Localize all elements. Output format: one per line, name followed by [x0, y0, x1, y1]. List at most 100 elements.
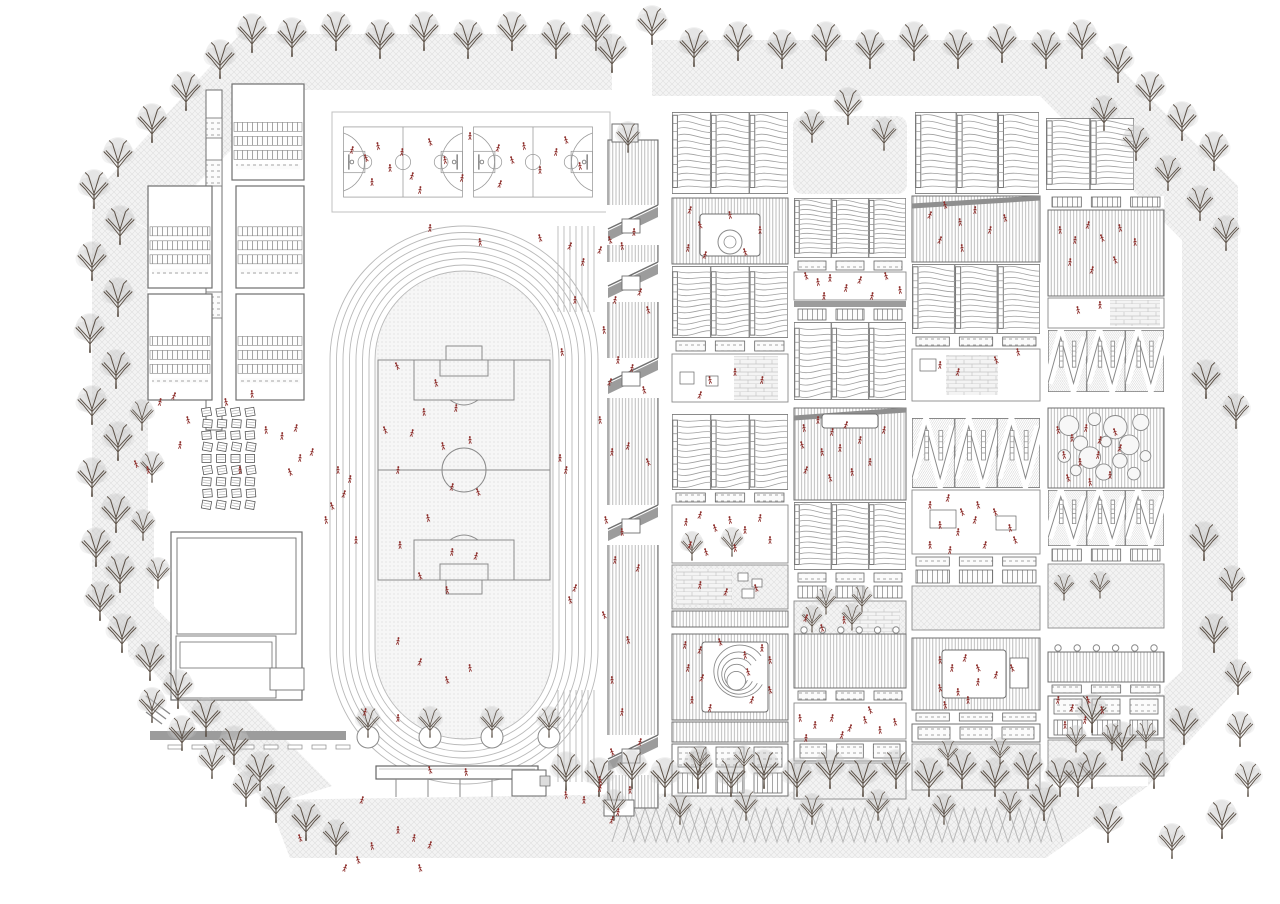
outdoor-desk-lines: [217, 409, 225, 415]
person-glyph: [537, 233, 543, 243]
facade-ticks: [236, 164, 300, 170]
clerestory-box: [1002, 556, 1037, 567]
walkway-column: [311, 744, 327, 750]
facade-ticks: [152, 378, 208, 384]
wave-roof: [831, 198, 869, 258]
person-glyph: [336, 465, 340, 475]
skylight-bubble: [1072, 435, 1089, 451]
outdoor-desk: [244, 476, 256, 487]
penalty-arc: [449, 534, 479, 541]
skylight-bubble: [1078, 446, 1102, 469]
person-glyph: [559, 347, 565, 357]
stair-core: [205, 117, 223, 139]
building-block: [1047, 196, 1165, 392]
clerestory-box: [797, 260, 827, 271]
building-block: [672, 112, 788, 194]
outdoor-desk-lines: [247, 467, 255, 473]
hall-lower-inner: [179, 641, 273, 669]
linear-building: [607, 139, 659, 809]
outdoor-desk-lines: [232, 456, 239, 460]
outdoor-desk: [201, 476, 212, 487]
spiral-stair-inner: [723, 235, 737, 249]
wave-roof: [868, 322, 907, 400]
facade-ticks: [152, 268, 208, 274]
track-infield: [374, 270, 554, 740]
outdoor-desk-lines: [232, 444, 241, 449]
skylight-bubble: [1103, 415, 1128, 440]
clerestory-box: [835, 260, 865, 271]
outdoor-desk-lines: [203, 421, 212, 426]
bridge-edge: [607, 504, 659, 530]
clerestory-box: [1130, 684, 1161, 694]
person-glyph: [286, 467, 293, 477]
tree-glyph: [1232, 760, 1264, 798]
sawtooth-roof: [1087, 490, 1125, 545]
wave-roof: [710, 266, 750, 338]
person-glyph: [309, 447, 315, 457]
court-furniture: [679, 371, 695, 385]
outdoor-desk-lines: [247, 491, 255, 496]
person-glyph: [572, 583, 578, 593]
outdoor-desk-lines: [203, 444, 212, 449]
skylight-bubble: [1087, 412, 1102, 426]
skylight-bubble: [1069, 464, 1082, 477]
outdoor-desk-lines: [202, 409, 211, 415]
gatehouse-core: [539, 775, 551, 787]
outdoor-desk: [231, 418, 242, 429]
outdoor-desk: [215, 406, 227, 418]
wave-roof: [915, 112, 957, 194]
wave-roof: [794, 322, 832, 400]
building-block: [1046, 118, 1134, 190]
window-band: [149, 350, 211, 360]
skylight-bubble: [1112, 453, 1128, 469]
outdoor-desk: [201, 430, 212, 441]
outdoor-desk: [230, 453, 241, 463]
sawtooth-roof: [1087, 330, 1125, 391]
person-glyph: [597, 245, 603, 255]
window-band: [1051, 548, 1082, 562]
window-band: [149, 254, 211, 265]
bridge-room: [621, 275, 641, 291]
spiral-stair: [717, 229, 743, 255]
window-band: [237, 240, 303, 251]
clerestory-box: [714, 492, 746, 503]
roof-vent: [1131, 644, 1139, 652]
sawtooth-roof: [955, 418, 997, 487]
roof-vent: [1073, 644, 1081, 652]
wave-roof: [749, 414, 788, 490]
outdoor-desk-lines: [246, 433, 254, 438]
running-track-lane: [362, 258, 566, 752]
penalty-arc: [449, 399, 479, 406]
classroom-slab: [231, 83, 305, 181]
window-box: [1001, 726, 1035, 740]
window-band: [1002, 569, 1037, 584]
outdoor-desk: [245, 488, 257, 499]
clerestory-box: [754, 492, 785, 503]
window-band: [237, 336, 303, 346]
ribbed-roof: [793, 633, 907, 689]
window-band: [1090, 548, 1122, 562]
skylight-bubble: [1095, 463, 1113, 481]
ground-hatch-patch: [128, 520, 154, 660]
outdoor-desk-lines: [231, 502, 240, 507]
outdoor-desk-lines: [217, 479, 225, 484]
running-track-lane: [329, 225, 599, 785]
tree-glyph: [1136, 748, 1172, 790]
facade-ticks: [240, 268, 300, 274]
running-track-lane: [368, 264, 560, 746]
window-band: [1051, 196, 1082, 208]
clerestory-box: [835, 690, 865, 701]
clerestory-box: [873, 260, 903, 271]
roof-vent: [1150, 644, 1158, 652]
outdoor-desk: [245, 453, 255, 463]
skylight-bubble: [1139, 450, 1152, 462]
skylight-bubble: [1132, 413, 1150, 431]
tree-glyph: [634, 4, 670, 46]
clerestory-box: [1002, 712, 1037, 722]
court-furniture: [741, 588, 755, 599]
outdoor-desk: [215, 499, 227, 510]
perimeter-hatch-band: [268, 786, 1148, 858]
outdoor-desk-lines: [218, 467, 226, 473]
person-glyph: [177, 440, 183, 450]
